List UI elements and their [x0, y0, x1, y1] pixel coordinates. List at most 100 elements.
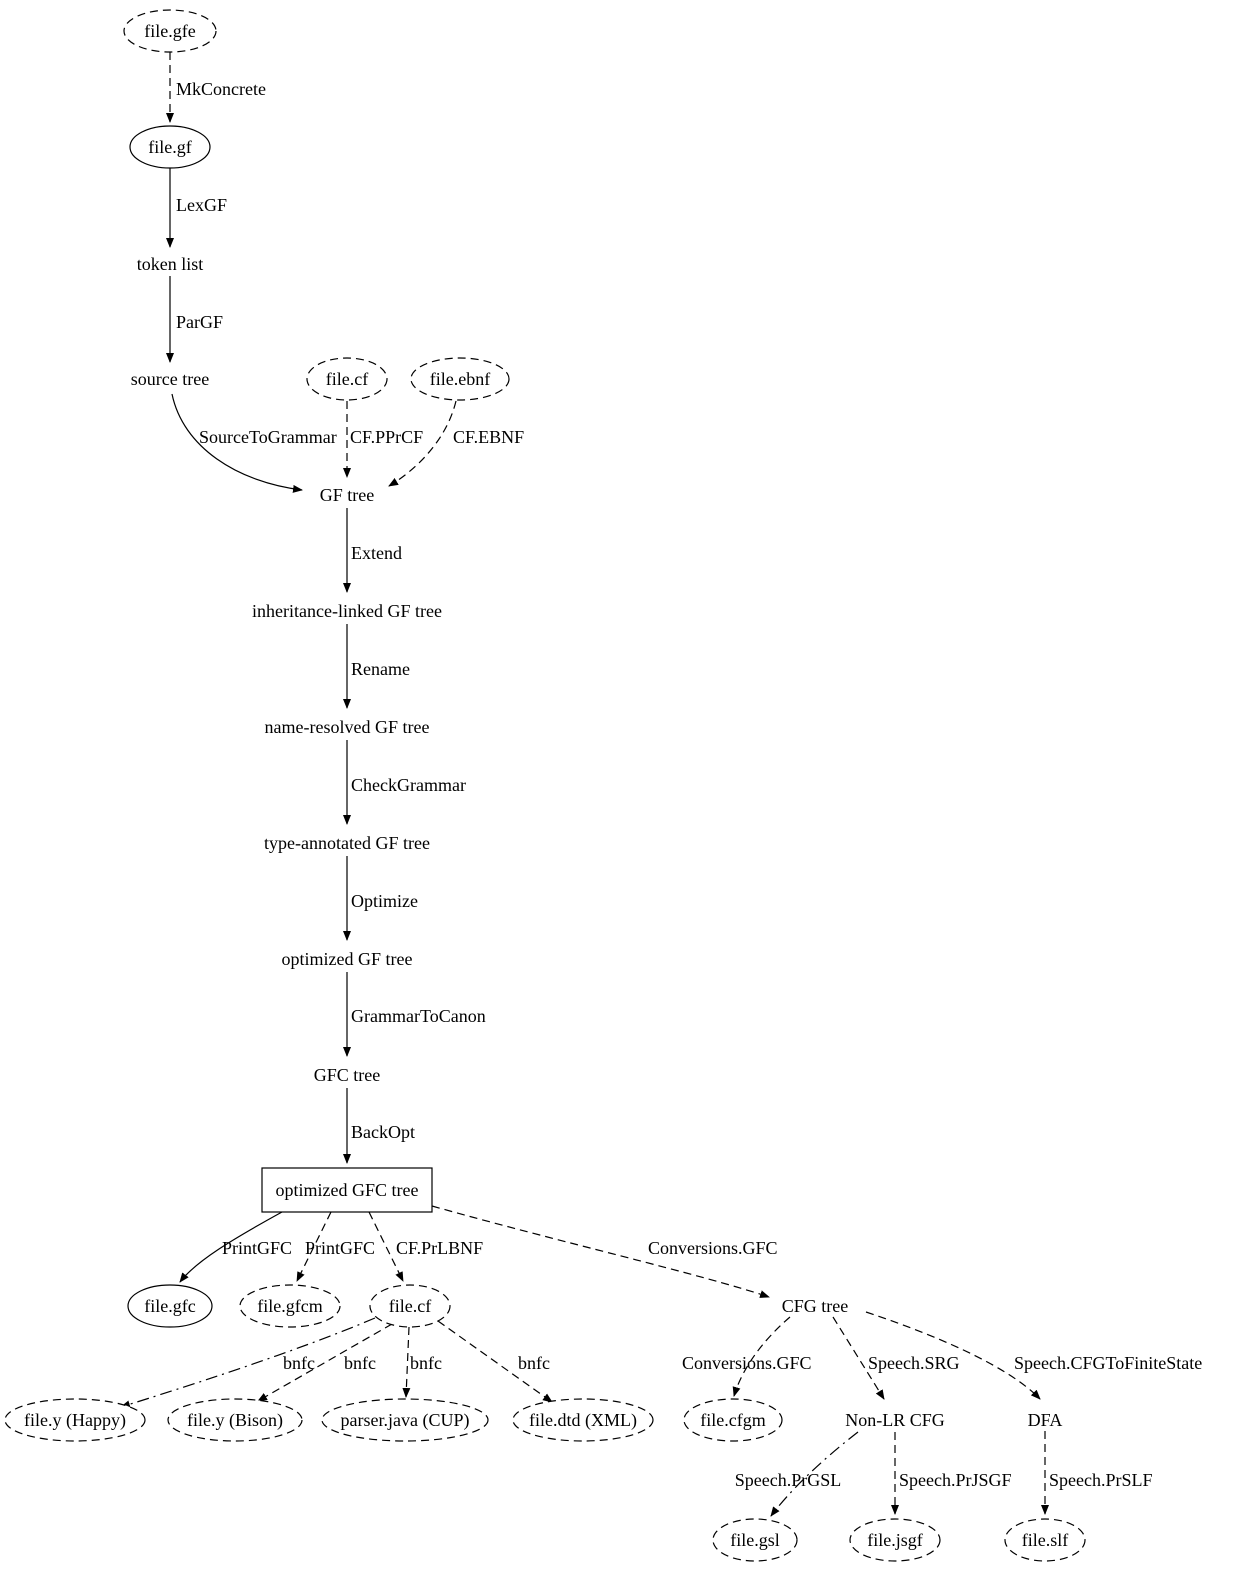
- node-label-dfa: DFA: [1028, 1410, 1063, 1430]
- node-shape-file-jsgf: [849, 1518, 941, 1562]
- node-label-gfc-tree: GFC tree: [314, 1065, 381, 1085]
- node-label-file-gsl: file.gsl: [730, 1530, 780, 1550]
- node-label-parser-java-cup: parser.java (CUP): [341, 1410, 470, 1431]
- edge-optimized-gfc-tree-to-file-gfc: [179, 1211, 283, 1283]
- node-file-cfgm: file.cfgm: [683, 1398, 783, 1442]
- node-label-file-gfe: file.gfe: [144, 21, 195, 41]
- edge-cfg-tree-to-non-lr-cfg: [832, 1316, 885, 1400]
- node-shape-file-cf-top: [306, 357, 388, 401]
- node-label-file-slf: file.slf: [1022, 1530, 1069, 1550]
- node-shape-file-y-happy: [4, 1398, 146, 1442]
- node-file-y-bison: file.y (Bison): [167, 1398, 303, 1442]
- edge-label-file-ebnf-to-gf-tree: CF.EBNF: [453, 427, 524, 447]
- node-file-gfe: file.gfe: [123, 9, 217, 53]
- node-shape-file-dtd-xml: [512, 1398, 654, 1442]
- node-file-jsgf: file.jsgf: [849, 1518, 941, 1562]
- node-file-cf-top: file.cf: [306, 357, 388, 401]
- edge-file-cf-bottom-to-parser-java-cup: [402, 1326, 411, 1398]
- node-file-slf: file.slf: [1004, 1518, 1086, 1562]
- node-shape-file-gfcm: [239, 1284, 341, 1328]
- edge-optimized-gfc-tree-to-cfg-tree: [431, 1205, 770, 1298]
- node-shape-file-gfe: [123, 9, 217, 53]
- node-optimized-gfc-tree: optimized GFC tree: [261, 1167, 433, 1213]
- node-optimized-gf-tree: optimized GF tree: [282, 949, 413, 969]
- node-label-file-gfc: file.gfc: [144, 1296, 195, 1316]
- node-token-list: token list: [137, 254, 204, 274]
- node-label-file-y-happy: file.y (Happy): [24, 1410, 126, 1431]
- edge-label-non-lr-cfg-to-file-gsl: Speech.PrGSL: [735, 1470, 842, 1490]
- edge-cfg-tree-to-file-cfgm: [732, 1316, 791, 1397]
- node-label-file-gf: file.gf: [148, 137, 191, 157]
- node-file-gf: file.gf: [129, 125, 211, 169]
- node-label-file-jsgf: file.jsgf: [867, 1530, 923, 1550]
- node-file-y-happy: file.y (Happy): [4, 1398, 146, 1442]
- node-label-type-annotated-gf-tree: type-annotated GF tree: [264, 833, 430, 853]
- edge-source-tree-to-gf-tree: [171, 393, 303, 493]
- node-type-annotated-gf-tree: type-annotated GF tree: [264, 833, 430, 853]
- node-label-inheritance-linked-gf-tree: inheritance-linked GF tree: [252, 601, 442, 621]
- edge-label-gfc-tree-to-optimized-gfc-tree: BackOpt: [351, 1122, 415, 1142]
- node-shape-file-cf-bottom: [369, 1284, 451, 1328]
- node-file-gfcm: file.gfcm: [239, 1284, 341, 1328]
- node-shape-optimized-gfc-tree: [261, 1167, 433, 1213]
- node-shape-file-cfgm: [683, 1398, 783, 1442]
- node-label-optimized-gfc-tree: optimized GFC tree: [276, 1180, 419, 1200]
- edge-label-optimized-gfc-tree-to-file-gfc: PrintGFC: [222, 1238, 292, 1258]
- node-label-non-lr-cfg: Non-LR CFG: [845, 1410, 945, 1430]
- node-shape-file-gf: [129, 125, 211, 169]
- node-label-file-cfgm: file.cfgm: [700, 1410, 765, 1430]
- edge-label-optimized-gf-tree-to-gfc-tree: GrammarToCanon: [351, 1006, 486, 1026]
- node-file-gfc: file.gfc: [127, 1284, 213, 1328]
- node-label-file-cf-top: file.cf: [326, 369, 368, 389]
- edge-label-gf-tree-to-inheritance-linked-gf-tree: Extend: [351, 543, 402, 563]
- edge-label-inheritance-linked-gf-tree-to-name-resolved-gf-tree: Rename: [351, 659, 410, 679]
- edge-label-file-gfe-to-file-gf: MkConcrete: [176, 79, 266, 99]
- node-label-token-list: token list: [137, 254, 204, 274]
- edge-label-cfg-tree-to-dfa: Speech.CFGToFiniteState: [1014, 1353, 1202, 1373]
- node-file-gsl: file.gsl: [712, 1518, 798, 1562]
- node-source-tree: source tree: [131, 369, 209, 389]
- node-label-file-dtd-xml: file.dtd (XML): [529, 1410, 637, 1431]
- node-gfc-tree: GFC tree: [314, 1065, 381, 1085]
- edge-label-file-cf-bottom-to-file-y-bison: bnfc: [344, 1353, 376, 1373]
- node-label-file-ebnf: file.ebnf: [430, 369, 490, 389]
- edge-label-file-cf-bottom-to-file-y-happy: bnfc: [283, 1353, 315, 1373]
- node-inheritance-linked-gf-tree: inheritance-linked GF tree: [252, 601, 442, 621]
- node-gf-tree: GF tree: [320, 485, 374, 505]
- edge-label-type-annotated-gf-tree-to-optimized-gf-tree: Optimize: [351, 891, 418, 911]
- edge-label-cfg-tree-to-file-cfgm: Conversions.GFC: [682, 1353, 812, 1373]
- edge-label-token-list-to-source-tree: ParGF: [176, 312, 223, 332]
- node-shape-file-gfc: [127, 1284, 213, 1328]
- node-label-file-gfcm: file.gfcm: [257, 1296, 322, 1316]
- edge-label-optimized-gfc-tree-to-file-cf-bottom: CF.PrLBNF: [396, 1238, 483, 1258]
- node-parser-java-cup: parser.java (CUP): [321, 1398, 489, 1442]
- edge-file-cf-bottom-to-file-y-happy: [120, 1317, 376, 1409]
- edge-file-ebnf-to-gf-tree: [388, 400, 457, 487]
- edge-label-optimized-gfc-tree-to-cfg-tree: Conversions.GFC: [648, 1238, 778, 1258]
- node-label-optimized-gf-tree: optimized GF tree: [282, 949, 413, 969]
- node-non-lr-cfg: Non-LR CFG: [845, 1410, 945, 1430]
- node-label-gf-tree: GF tree: [320, 485, 374, 505]
- node-shape-file-slf: [1004, 1518, 1086, 1562]
- edge-label-cfg-tree-to-non-lr-cfg: Speech.SRG: [868, 1353, 960, 1373]
- node-shape-parser-java-cup: [321, 1398, 489, 1442]
- edge-label-dfa-to-file-slf: Speech.PrSLF: [1049, 1470, 1153, 1490]
- node-cfg-tree: CFG tree: [782, 1296, 849, 1316]
- node-name-resolved-gf-tree: name-resolved GF tree: [265, 717, 430, 737]
- edge-label-optimized-gfc-tree-to-file-gfcm: PrintGFC: [305, 1238, 375, 1258]
- node-label-name-resolved-gf-tree: name-resolved GF tree: [265, 717, 430, 737]
- edge-file-cf-bottom-to-file-dtd-xml: [437, 1320, 553, 1403]
- edge-cfg-tree-to-dfa: [865, 1311, 1041, 1400]
- node-dfa: DFA: [1028, 1410, 1063, 1430]
- edge-label-source-tree-to-gf-tree: SourceToGrammar: [199, 427, 337, 447]
- edge-label-name-resolved-gf-tree-to-type-annotated-gf-tree: CheckGrammar: [351, 775, 466, 795]
- edge-label-file-gf-to-token-list: LexGF: [176, 195, 227, 215]
- node-file-cf-bottom: file.cf: [369, 1284, 451, 1328]
- node-file-dtd-xml: file.dtd (XML): [512, 1398, 654, 1442]
- node-shape-file-y-bison: [167, 1398, 303, 1442]
- node-shape-file-ebnf: [410, 357, 510, 401]
- node-label-file-y-bison: file.y (Bison): [187, 1410, 283, 1431]
